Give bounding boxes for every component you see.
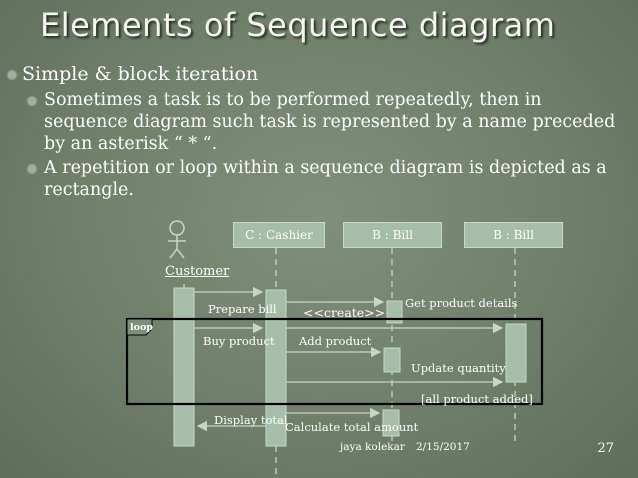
loop-tag (126, 318, 153, 336)
message-get-product-details: Get product details (405, 296, 518, 310)
bullet-text: A repetition or loop within a sequence d… (44, 158, 607, 200)
activation-bars (173, 287, 527, 447)
actor-customer-label: Customer (165, 264, 230, 279)
object-bill-1: B : Bill (343, 222, 442, 248)
bullet-subitem: A repetition or loop within a sequence d… (6, 157, 616, 201)
bullet-list: Simple & block iteration Sometimes a tas… (6, 62, 616, 203)
guard-condition: [all product added] (421, 392, 533, 406)
object-cashier: C : Cashier (233, 222, 325, 248)
actor-stick-figure-icon (168, 220, 186, 259)
bullet-dot-icon (8, 71, 16, 79)
message-prepare-bill: Prepare bill (208, 302, 277, 316)
bullet-dot-icon (28, 97, 36, 105)
bullet-item: Simple & block iteration (6, 62, 616, 86)
bullet-dot-icon (28, 165, 36, 173)
message-buy-product: Buy product (203, 334, 275, 348)
message-update-quantity: Update quantity (411, 361, 506, 375)
message-add-product: Add product (299, 334, 372, 348)
bullet-text: Simple & block iteration (22, 63, 259, 85)
bullet-subitem: Sometimes a task is to be performed repe… (6, 89, 616, 155)
footer-author: jaya kolekar (340, 441, 405, 453)
footer-date: 2/15/2017 (416, 441, 470, 453)
bullet-text: Sometimes a task is to be performed repe… (44, 90, 616, 154)
message-calculate-total: Calculate total amount (285, 420, 419, 434)
loop-frame (125, 317, 544, 406)
message-create: <<create>> (303, 305, 386, 320)
page-number: 27 (597, 441, 614, 456)
loop-label: loop (130, 322, 153, 333)
message-display-total: Display total (214, 413, 288, 427)
slide-title: Elements of Sequence diagram (40, 6, 556, 44)
object-bill-2: B : Bill (464, 222, 563, 248)
message-arrows (194, 286, 504, 432)
